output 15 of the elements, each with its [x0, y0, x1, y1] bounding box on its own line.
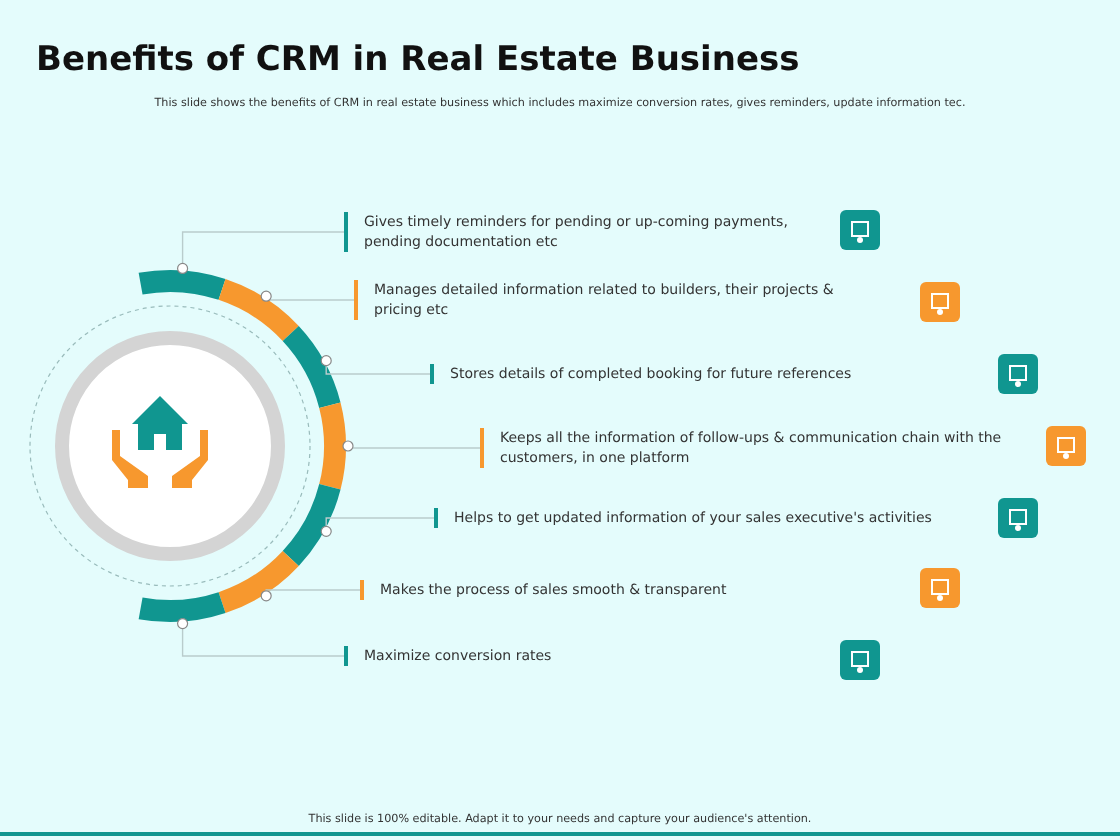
title: Benefits of CRM in Real Estate Business — [36, 40, 800, 80]
leader-line — [177, 231, 345, 275]
leader-line — [342, 440, 481, 452]
arc-segment — [282, 326, 341, 408]
arc-segment — [282, 484, 341, 566]
arc-segment — [218, 279, 299, 342]
leader-line — [177, 617, 345, 657]
leader-line — [320, 355, 431, 375]
arc-segment — [218, 550, 299, 613]
leader-line — [260, 290, 355, 302]
leader-line — [260, 589, 361, 602]
arc-segment — [319, 402, 346, 490]
arc-segment — [138, 270, 226, 300]
arc-segment — [138, 592, 226, 622]
leader-line — [320, 517, 435, 537]
